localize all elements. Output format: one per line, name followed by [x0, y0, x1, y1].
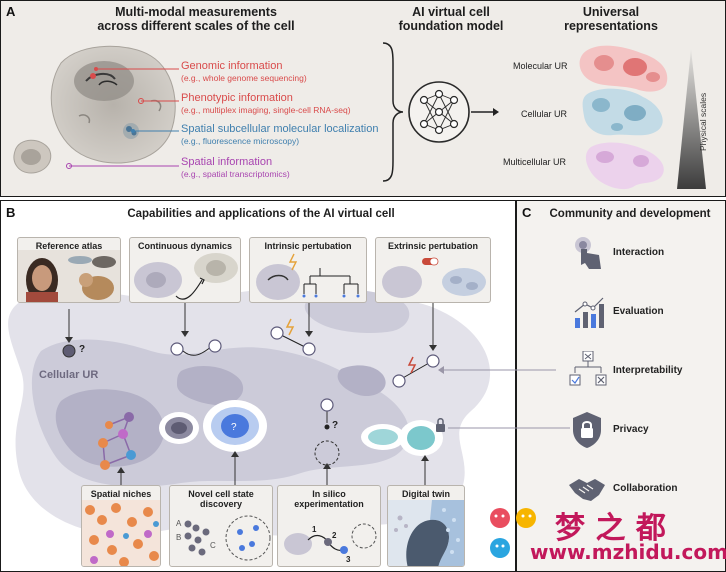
- spatial-subcellular-sub: (e.g., fluorescence microscopy): [181, 136, 300, 146]
- evaluation-item: Evaluation: [517, 292, 725, 332]
- molecular-ur-label: Molecular UR: [513, 61, 568, 71]
- info-connectors: [66, 67, 179, 169]
- step-3: 3: [346, 555, 351, 564]
- lightning-icon: [407, 356, 417, 374]
- panel-a: A Multi-modal measurements across differ…: [0, 0, 726, 197]
- label-a: A: [176, 519, 182, 528]
- digital-twin-card: Digital twin: [387, 485, 465, 567]
- trajectory-nodes: [62, 326, 440, 388]
- digital-twin-illustration: [388, 500, 464, 566]
- label-b: B: [176, 533, 181, 542]
- panel-b-letter: B: [6, 205, 16, 220]
- panel-b: B Capabilities and applications of the A…: [0, 200, 516, 572]
- spatial-niche-network: [98, 412, 136, 470]
- silico-question-mark: ?: [332, 420, 339, 431]
- interpretability-item: Interpretability: [517, 351, 725, 391]
- top-card-arrows: [68, 303, 434, 347]
- evaluation-label: Evaluation: [613, 306, 664, 317]
- cellular-ur-blob: [582, 88, 663, 136]
- atlas-organisms-illustration: [18, 250, 120, 302]
- capabilities-title: Capabilities and applications of the AI …: [127, 208, 395, 220]
- phenotypic-info-sub: (e.g., multiplex imaging, single-cell RN…: [181, 105, 351, 115]
- atlas-question-mark: ?: [79, 344, 86, 355]
- extrinsic-pertubation-card: Extrinsic pertubation: [375, 237, 491, 303]
- foundation-model-title: AI virtual cell foundation model: [398, 5, 504, 33]
- dynamics-illustration: [134, 253, 238, 300]
- panel-c: C Community and development Interaction …: [516, 200, 726, 572]
- cellular-ur-landscape: ?: [8, 289, 491, 536]
- multicellular-ur-label: Multicellular UR: [503, 157, 567, 167]
- shield-lock-icon: [573, 412, 601, 448]
- collaboration-item: Collaboration: [517, 469, 725, 509]
- novel-state-illustration: A B C: [176, 515, 271, 561]
- decision-tree-icon: [569, 351, 607, 386]
- digital-twin-cells: [361, 420, 443, 456]
- cellular-ur-label: Cellular UR: [521, 109, 568, 119]
- privacy-item: Privacy: [517, 410, 725, 450]
- multicellular-ur-blob: [585, 142, 664, 190]
- privacy-label: Privacy: [613, 424, 649, 435]
- spatial-info-head: Spatial information: [181, 156, 273, 168]
- cell-illustration: [50, 45, 176, 164]
- bottom-card-arrows: [120, 455, 426, 485]
- spatial-info-sub: (e.g., spatial transcriptomics): [181, 169, 290, 179]
- watermark-brand: 梦 之 都: [555, 511, 666, 546]
- novel-cell-state-card: Novel cell state discovery A B C: [169, 485, 273, 567]
- multimodal-title: Multi-modal measurements across differen…: [97, 5, 295, 33]
- handshake-icon: [569, 479, 605, 501]
- community-title: Community and development: [549, 208, 711, 220]
- intrinsic-illustration: [256, 253, 360, 300]
- watermark-url: www.mzhidu.com: [530, 540, 726, 564]
- watermark-logo: [490, 508, 536, 558]
- in-silico-illustration: 1 2 3: [284, 523, 377, 564]
- molecular-ur-blob: [579, 45, 668, 92]
- pointer-hand-icon: [575, 237, 601, 269]
- interaction-item: Interaction: [517, 233, 725, 273]
- continuous-dynamics-card: Continuous dynamics: [129, 237, 241, 303]
- cellular-ur-text: Cellular UR: [39, 369, 99, 381]
- genomic-info-sub: (e.g., whole genome sequencing): [181, 73, 307, 83]
- genomic-info-head: Genomic information: [181, 60, 283, 72]
- panel-a-letter: A: [6, 4, 16, 19]
- panel-a-graphics: [13, 42, 706, 190]
- physical-scales-triangle: [677, 49, 706, 189]
- small-cell: [13, 139, 52, 174]
- spatial-subcellular-head: Spatial subcellular molecular localizati…: [181, 123, 379, 135]
- universal-representations-title: Universal representations: [564, 5, 658, 33]
- novel-cell-state: ?: [159, 400, 267, 452]
- neural-network-icon: [408, 81, 470, 143]
- step-1: 1: [312, 525, 317, 534]
- in-silico-node: [314, 398, 340, 466]
- novel-question-mark: ?: [231, 422, 237, 433]
- bar-chart-icon: [574, 297, 604, 328]
- bracket: [382, 42, 404, 182]
- reference-atlas-card: Reference atlas: [17, 237, 121, 303]
- panel-c-letter: C: [522, 205, 532, 220]
- label-c: C: [210, 541, 216, 550]
- phenotypic-info-head: Phenotypic information: [181, 92, 293, 104]
- interpretability-label: Interpretability: [613, 365, 683, 376]
- physical-scales-label: Physical scales: [698, 92, 708, 151]
- extrinsic-illustration: [382, 257, 486, 298]
- in-silico-experimentation-card: In silico experimentation 1 2 3: [277, 485, 381, 567]
- spatial-niches-card: Spatial niches: [81, 485, 161, 567]
- interaction-label: Interaction: [613, 247, 665, 258]
- lightning-icon: [285, 318, 295, 336]
- spatial-niches-illustration: [82, 500, 160, 566]
- collaboration-label: Collaboration: [613, 483, 678, 494]
- step-2: 2: [332, 531, 337, 540]
- intrinsic-pertubation-card: Intrinsic pertubation: [249, 237, 367, 303]
